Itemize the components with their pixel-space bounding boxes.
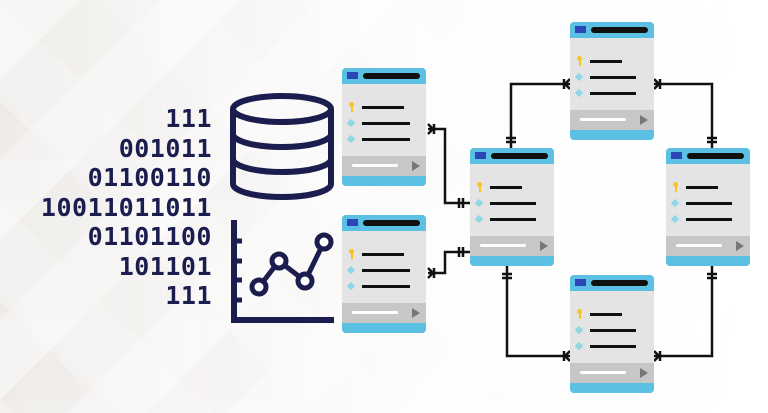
table-header xyxy=(470,148,554,164)
line-chart-icon xyxy=(231,220,334,323)
field-icon xyxy=(574,341,584,351)
field-row xyxy=(342,265,426,275)
primary-key-row xyxy=(470,182,554,192)
table-icon xyxy=(575,26,586,33)
relationship-line xyxy=(509,82,570,148)
play-icon xyxy=(640,115,648,125)
relationship-line xyxy=(428,127,470,205)
binary-text-block: 111 001011 01100110 10011011011 01101100… xyxy=(41,104,212,311)
field-row xyxy=(570,325,654,335)
database-icon xyxy=(230,93,334,200)
table-icon xyxy=(347,219,358,226)
primary-key-row xyxy=(570,309,654,319)
field-row xyxy=(666,198,750,208)
table-header xyxy=(570,22,654,38)
play-icon xyxy=(640,368,648,378)
key-icon xyxy=(477,182,482,192)
field-icon xyxy=(670,198,680,208)
table-card-left-top xyxy=(342,68,426,186)
table-icon xyxy=(475,152,486,159)
field-row xyxy=(570,88,654,98)
key-icon xyxy=(577,309,582,319)
table-footer xyxy=(666,236,750,256)
table-card-top xyxy=(570,22,654,140)
field-icon xyxy=(474,198,484,208)
binary-line: 001011 xyxy=(118,133,212,163)
relationship-line xyxy=(428,250,470,275)
table-footer xyxy=(470,236,554,256)
table-footer xyxy=(570,363,654,383)
field-icon xyxy=(346,134,356,144)
binary-line: 111 xyxy=(165,281,212,310)
table-icon xyxy=(671,152,682,159)
key-icon xyxy=(577,56,582,66)
field-icon xyxy=(474,214,484,224)
field-row xyxy=(342,134,426,144)
field-icon xyxy=(574,88,584,98)
relationship-line xyxy=(505,266,570,358)
binary-line: 111 xyxy=(165,104,212,133)
relationship-line xyxy=(654,266,714,358)
table-footer xyxy=(342,303,426,323)
field-row xyxy=(470,198,554,208)
table-header xyxy=(342,215,426,231)
play-icon xyxy=(412,308,420,318)
binary-line: 01100110 xyxy=(87,163,212,192)
key-icon xyxy=(673,182,678,192)
table-header xyxy=(666,148,750,164)
relationship-line xyxy=(654,82,714,148)
field-row xyxy=(570,341,654,351)
field-row xyxy=(666,214,750,224)
table-icon xyxy=(575,279,586,286)
field-row xyxy=(570,72,654,82)
table-card-center xyxy=(470,148,554,266)
table-footer xyxy=(570,110,654,130)
table-card-bottom xyxy=(570,275,654,393)
field-icon xyxy=(574,72,584,82)
play-icon xyxy=(412,161,420,171)
primary-key-row xyxy=(666,182,750,192)
field-icon xyxy=(670,214,680,224)
key-icon xyxy=(349,249,354,259)
field-row xyxy=(342,118,426,128)
field-icon xyxy=(346,281,356,291)
table-card-left-bottom xyxy=(342,215,426,333)
field-row xyxy=(470,214,554,224)
table-footer xyxy=(342,156,426,176)
binary-line: 101101 xyxy=(118,251,212,281)
play-icon xyxy=(736,241,744,251)
table-header xyxy=(342,68,426,84)
key-icon xyxy=(349,102,354,112)
table-title-bar xyxy=(591,280,648,286)
table-title-bar xyxy=(591,27,648,33)
binary-line: 01101100 xyxy=(87,222,212,251)
table-icon xyxy=(347,72,358,79)
table-header xyxy=(570,275,654,291)
field-row xyxy=(342,281,426,291)
primary-key-row xyxy=(570,56,654,66)
table-title-bar xyxy=(687,153,744,159)
table-title-bar xyxy=(363,220,420,226)
play-icon xyxy=(540,241,548,251)
table-card-right xyxy=(666,148,750,266)
primary-key-row xyxy=(342,249,426,259)
table-title-bar xyxy=(363,73,420,79)
field-icon xyxy=(574,325,584,335)
field-icon xyxy=(346,265,356,275)
field-icon xyxy=(346,118,356,128)
binary-line: 10011011011 xyxy=(40,192,212,222)
table-title-bar xyxy=(491,153,548,159)
primary-key-row xyxy=(342,102,426,112)
